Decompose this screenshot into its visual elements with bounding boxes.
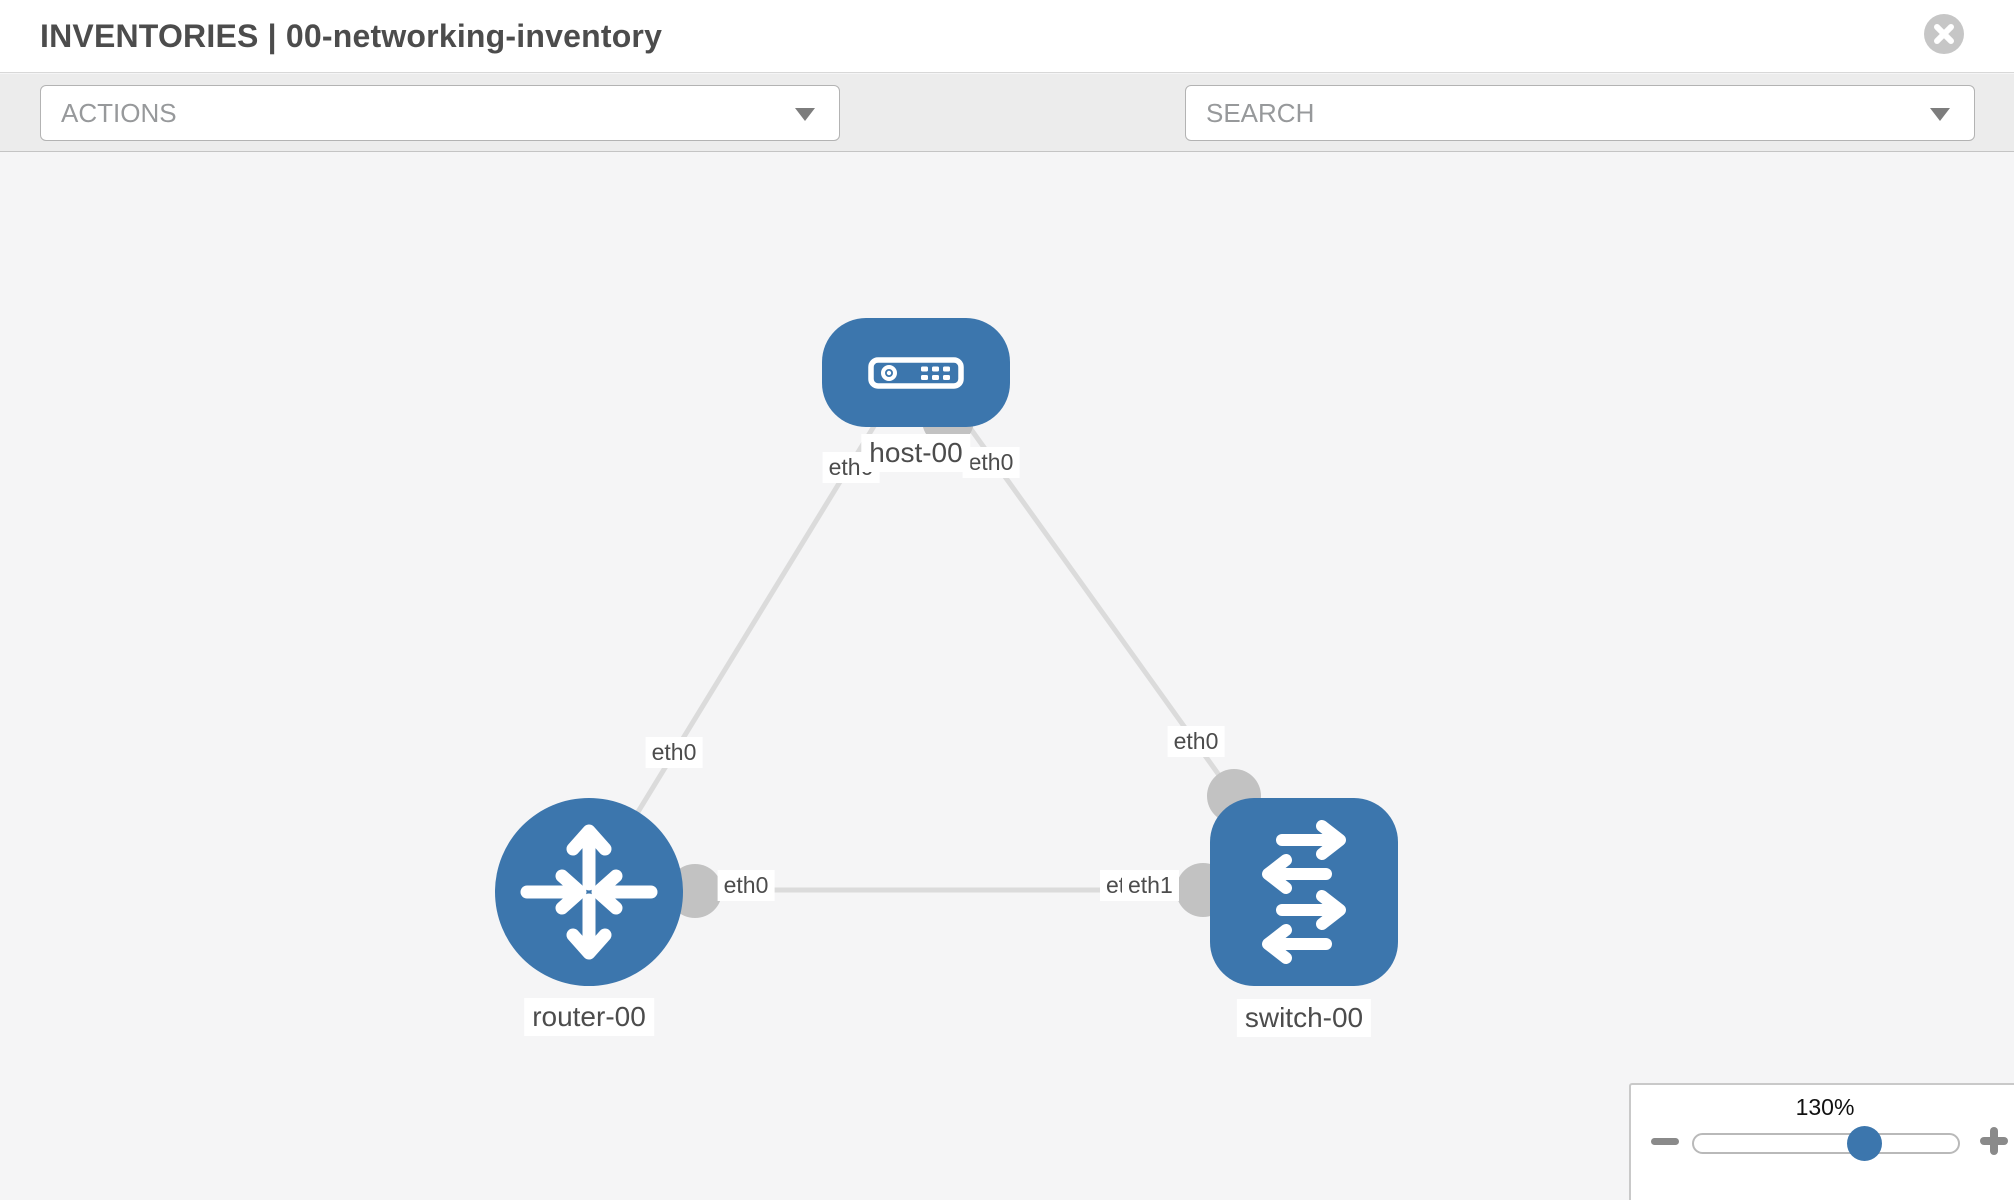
node-switch-00[interactable]: [1210, 798, 1398, 986]
node-label-host-00: host-00: [861, 434, 971, 472]
node-router-00[interactable]: [495, 798, 683, 986]
interface-label-router-eth0: eth0: [717, 870, 775, 901]
interface-label-router-eth0-uplink: eth0: [645, 737, 703, 768]
interface-label-host-eth0-right: eth0: [962, 447, 1020, 478]
actions-dropdown[interactable]: ACTIONS: [40, 85, 840, 141]
router-icon: [520, 824, 658, 960]
node-label-router-00: router-00: [524, 998, 654, 1036]
node-host-00[interactable]: [822, 318, 1010, 427]
close-button[interactable]: [1924, 14, 1964, 54]
zoom-out-icon[interactable]: [1651, 1138, 1679, 1145]
zoom-in-icon[interactable]: [1977, 1124, 2011, 1158]
server-icon: [868, 356, 964, 389]
page-title: INVENTORIES | 00-networking-inventory: [40, 18, 663, 54]
interface-label-switch-eth0: eth0: [1167, 726, 1225, 757]
node-label-switch-00: switch-00: [1236, 999, 1372, 1037]
close-icon: [1934, 24, 1954, 44]
chevron-down-icon: [795, 108, 815, 121]
header-bar: INVENTORIES | 00-networking-inventory: [0, 0, 2014, 73]
actions-dropdown-label: ACTIONS: [61, 98, 177, 128]
zoom-control-panel: 130%: [1629, 1083, 2014, 1200]
zoom-level-text: 130%: [1795, 1094, 1855, 1120]
topology-links-layer: [586, 394, 1261, 918]
chevron-down-icon: [1930, 108, 1950, 121]
interface-label-switch-eth1: eth1: [1122, 870, 1179, 901]
zoom-slider-thumb[interactable]: [1847, 1126, 1882, 1161]
search-placeholder: SEARCH: [1206, 98, 1315, 128]
zoom-slider-track[interactable]: [1692, 1133, 1960, 1154]
search-dropdown[interactable]: SEARCH: [1185, 85, 1975, 141]
toolbar: ACTIONS SEARCH: [0, 74, 2014, 213]
topology-canvas[interactable]: eth0 eth0 eth0 eth0 eth0 eth0 eth1 host-…: [0, 152, 2014, 1200]
switch-icon: [1262, 820, 1346, 964]
